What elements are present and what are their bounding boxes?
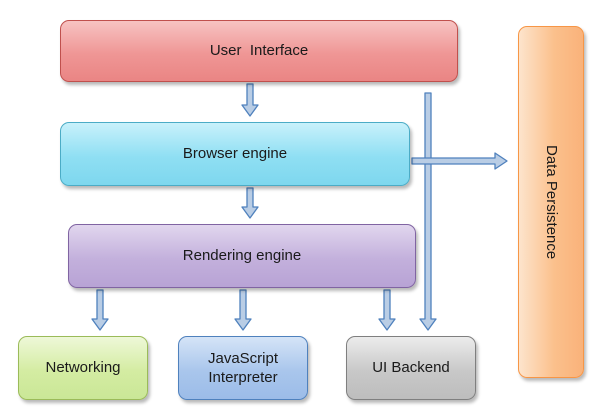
data-persistence-box: Data Persistence — [518, 26, 584, 378]
javascript-interpreter-box: JavaScript Interpreter — [178, 336, 308, 400]
data-persistence-label: Data Persistence — [542, 144, 560, 260]
arrow-rendering-to-backend — [378, 289, 396, 331]
user-interface-label: User Interface — [209, 42, 309, 60]
networking-box: Networking — [18, 336, 148, 400]
user-interface-box: User Interface — [60, 20, 458, 82]
browser-engine-box: Browser engine — [60, 122, 410, 186]
ui-backend-label: UI Backend — [372, 359, 450, 377]
arrow-browser-to-rendering — [241, 187, 259, 219]
javascript-interpreter-label: JavaScript Interpreter — [207, 349, 279, 387]
browser-engine-label: Browser engine — [182, 145, 288, 163]
arrow-browser-to-data — [411, 152, 508, 170]
rendering-engine-label: Rendering engine — [182, 247, 302, 265]
arrow-ui-to-backend — [419, 92, 437, 331]
ui-backend-box: UI Backend — [346, 336, 476, 400]
arrow-ui-to-browser — [241, 83, 259, 117]
rendering-engine-box: Rendering engine — [68, 224, 416, 288]
arrow-rendering-to-networking — [91, 289, 109, 331]
arrow-rendering-to-js — [234, 289, 252, 331]
networking-label: Networking — [45, 359, 121, 377]
